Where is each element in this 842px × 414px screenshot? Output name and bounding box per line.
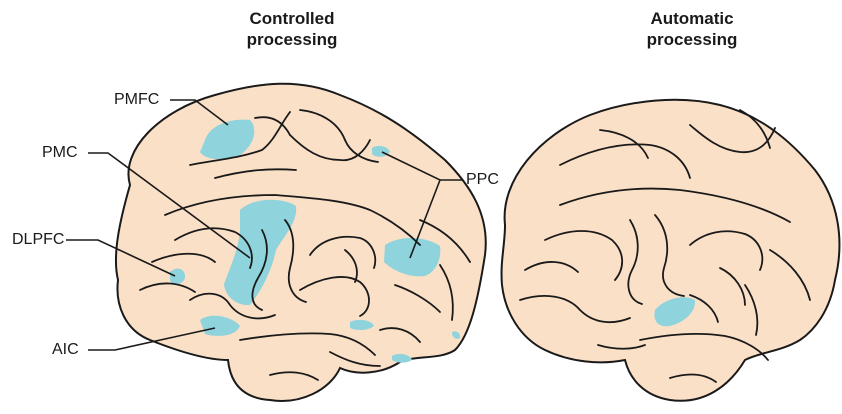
label-pmc: PMC [42, 144, 78, 162]
label-ppc: PPC [466, 171, 499, 189]
title-controlled-processing: Controlled processing [212, 8, 372, 50]
right-brain [502, 100, 840, 401]
label-pmfc: PMFC [114, 91, 159, 109]
right-brain-outline [502, 100, 840, 401]
title-automatic-processing: Automatic processing [612, 8, 772, 50]
label-dlpfc: DLPFC [12, 231, 64, 249]
label-aic: AIC [52, 341, 79, 359]
left-brain [116, 84, 486, 401]
